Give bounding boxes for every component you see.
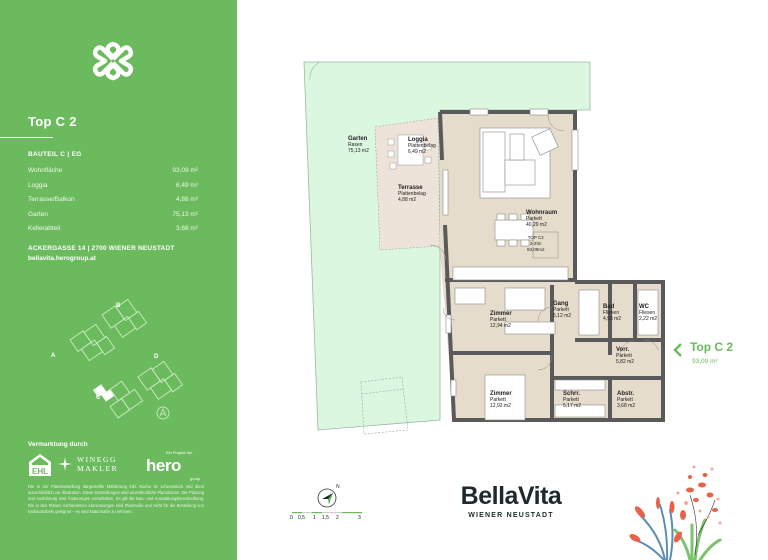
bellavita-brand: BellaVita WIENER NEUSTADT: [436, 483, 586, 519]
spec-label: Terrasse/Balkon: [28, 196, 75, 203]
north-arrow-icon: N: [317, 484, 340, 508]
site-plan-map: A B C D: [51, 298, 184, 420]
unit-tag-area: 93,09 m²: [692, 358, 718, 365]
marketing-label: Vermarktung durch: [28, 441, 88, 448]
brand-name: BellaVita: [460, 482, 562, 510]
spec-value: 93,09 m²: [172, 167, 198, 174]
svg-text:B: B: [116, 303, 121, 309]
floor-plan: [303, 61, 665, 435]
spec-value: 75,13 m²: [172, 210, 198, 218]
spec-label: Wohnfläche: [28, 167, 63, 174]
spec-row-wohnflaeche: Wohnfläche 93,09 m²: [28, 164, 198, 179]
spec-value: 6,49 m²: [175, 181, 198, 189]
spec-row-garten: Garten 75,13 m²: [28, 208, 198, 223]
compass-star-icon: [58, 457, 72, 471]
winegg-text: WINEGG MAKLER: [77, 455, 119, 473]
spec-label: Kellerabteil: [28, 225, 61, 232]
hero-group-logo: Ein Projekt der hero group: [146, 450, 201, 481]
info-sidebar: Top C 2 BAUTEIL C | EG Wohnfläche 93,09 …: [0, 0, 237, 560]
title-divider: [0, 137, 53, 138]
svg-text:D: D: [154, 354, 159, 360]
svg-text:A: A: [51, 353, 56, 359]
brand-subtitle: WIENER NEUSTADT: [468, 512, 554, 519]
spec-value: 3,68 m²: [175, 225, 198, 232]
spec-row-kellerabteil: Kellerabteil 3,68 m²: [28, 222, 198, 237]
svg-text:N: N: [336, 484, 340, 490]
legal-disclaimer: Die in der Planstarstellung dargestellte…: [28, 484, 204, 514]
scale-ruler: [292, 512, 362, 514]
unit-tag-title: Top C 2: [690, 340, 734, 354]
spec-value: 4,88 m²: [175, 196, 198, 203]
winegg-makler-logo: WINEGG MAKLER: [58, 455, 118, 473]
ehl-logo-icon: EHL: [29, 454, 51, 476]
spec-label: Garten: [28, 210, 48, 218]
flowers-illustration: [629, 465, 722, 560]
building-floor-label: BAUTEIL C | EG: [28, 151, 82, 158]
svg-text:EHL: EHL: [32, 467, 48, 476]
spec-row-loggia: Loggia 6,49 m²: [28, 179, 198, 194]
spec-label: Loggia: [28, 181, 48, 189]
clover-logo-icon: [92, 41, 134, 81]
chevron-left-icon: [673, 343, 682, 357]
spec-row-terrasse: Terrasse/Balkon 4,88 m²: [28, 193, 198, 208]
area-spec-list: Wohnfläche 93,09 m² Loggia 6,49 m² Terra…: [28, 164, 198, 237]
website-link[interactable]: bellavita.herogroup.at: [28, 255, 96, 262]
svg-text:C: C: [96, 395, 101, 401]
unit-title: Top C 2: [28, 114, 77, 129]
address: ACKERGASSE 14 | 2700 WIENER NEUSTADT: [28, 245, 175, 252]
